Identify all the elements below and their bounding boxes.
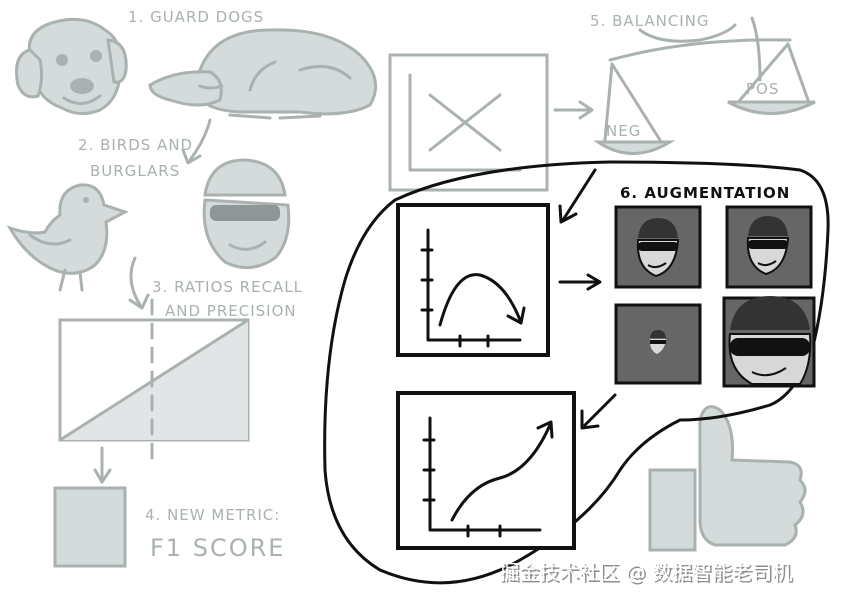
thumbs-up-icon	[648, 405, 807, 552]
augmented-image-tile-4	[722, 296, 816, 388]
step1-label: 1. GUARD DOGS	[128, 8, 264, 26]
step3-label-line2: AND PRECISION	[165, 302, 297, 320]
augmentation-outline	[323, 160, 830, 585]
scale-neg-label: NEG	[606, 122, 641, 140]
ratios-diagram	[58, 298, 250, 462]
step2-label-line1: 2. BIRDS AND	[78, 136, 193, 154]
burglar-icon	[202, 158, 291, 270]
step4-label-line1: 4. NEW METRIC:	[145, 506, 280, 524]
augmentation-plot-curve	[396, 203, 550, 357]
watermark-shadow: 掘金技术社区 @ 数据智能老司机	[501, 562, 794, 586]
sleeping-dog-icon	[148, 28, 378, 120]
bird-icon	[6, 183, 129, 292]
step4-label-line2: F1 SCORE	[150, 534, 285, 562]
augmented-image-tile-1	[614, 205, 702, 289]
step2-label-line2: BURGLARS	[90, 162, 180, 180]
step3-label-line1: 3. RATIOS RECALL	[152, 278, 303, 296]
scale-pos-label: POS	[746, 80, 779, 98]
augmentation-plot-growth	[396, 391, 576, 550]
dog-icon	[15, 17, 128, 115]
balancing-plot	[388, 53, 549, 192]
step5-label: 5. BALANCING	[590, 12, 710, 30]
augmented-image-tile-3	[614, 303, 702, 385]
step6-label: 6. AUGMENTATION	[620, 184, 790, 202]
watermark: 掘金技术社区 @ 数据智能老司机	[499, 560, 792, 584]
f1-score-box	[53, 486, 127, 568]
scale-icon	[593, 16, 816, 155]
arrow-icon	[188, 118, 212, 162]
augmented-image-tile-2	[725, 205, 813, 289]
